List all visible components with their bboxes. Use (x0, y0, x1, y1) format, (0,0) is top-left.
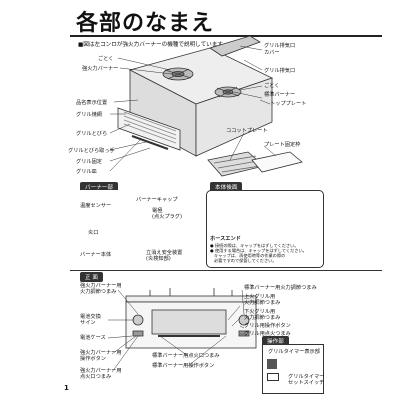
label-cocotto-plate: ココットプレート (226, 128, 268, 134)
label-timer-display: グリルタイマー表示部 (268, 349, 320, 355)
label-electrode-2: (点火プラグ) (152, 214, 182, 220)
label-burner-body: バーナー本体 (80, 252, 112, 258)
label-top-plate: トッププレート (270, 101, 307, 107)
cocotto-ribs (213, 155, 261, 173)
intro-note: ■図は左コンロが強火力バーナーの機種で説明しています。 (78, 42, 228, 48)
label-grill-fixing: グリル固定 (76, 159, 102, 165)
label-grill-net: グリル焼網 (76, 112, 102, 118)
title-underline (70, 35, 382, 37)
back-section-box (206, 190, 324, 268)
label-grill-door-handle: グリルとびら取っ手 (68, 148, 115, 154)
label-right-c: グリル用操作ボタン (244, 323, 291, 329)
label-safety-1: 立消え安全装置 (146, 250, 183, 256)
label-model-position: 品名表示位置 (76, 100, 108, 106)
label-standard-burner: 標準バーナー (264, 92, 296, 98)
operation-panel-tag: 操作部 (262, 336, 289, 346)
label-grill-exhaust: グリル排気口 (264, 68, 296, 74)
timer-set-switch[interactable] (267, 373, 279, 381)
right-gotoku (216, 86, 240, 98)
label-left-fire-2: 点火口つまみ (80, 374, 112, 380)
label-left-fire-1: 強火力バーナー用 (80, 368, 122, 374)
label-mid-2: 標準バーナー用操作ボタン (152, 363, 215, 369)
page-title: 各部のなまえ (76, 11, 215, 36)
label-right-top-1: 標準バーナー用火力調節つまみ (244, 285, 317, 291)
front-section-tag: 正 面 (80, 272, 103, 282)
label-left-btn-2: 操作ボタン (80, 356, 106, 362)
label-left-top-2: 火力調節つまみ (80, 289, 117, 295)
burner-section-box (76, 190, 194, 272)
label-right-b-2: 火力調節つまみ (244, 315, 281, 321)
front-top-edge (125, 295, 257, 303)
label-grill-door: グリルとびら (76, 131, 108, 137)
cooktop-front (195, 77, 273, 157)
hose-note-1: ● 接続の際は、キャップをはずしてください。 (210, 243, 299, 248)
burner-section-tag: バーナー部 (80, 182, 118, 192)
label-battery-2: サイン (80, 320, 96, 326)
back-section-tag: 本体後面 (210, 182, 243, 192)
label-temp-sensor: 温度センサー (80, 203, 112, 209)
label-grill-tray: グリル皿 (76, 169, 97, 175)
hose-note-2: ● 使用する場合は、キャップをはずしてください。 (210, 248, 307, 253)
label-right-d: グリル用点火つまみ (244, 331, 291, 337)
label-gotoku-right: ごとく (264, 83, 280, 89)
grill-exhaust-shape (209, 35, 261, 57)
left-knob (132, 314, 144, 326)
label-grill-exhaust-cover-1: グリル排気口 (264, 43, 296, 49)
front-grill-door (151, 309, 227, 335)
label-electrode-1: 電極 (152, 208, 163, 214)
label-plate-fixing: プレート固定枠 (264, 142, 301, 148)
label-left-btn-1: 強火力バーナー用 (80, 350, 122, 356)
label-hose-end: ホースエンド (210, 236, 241, 242)
label-flame-hole: 炎口 (88, 230, 99, 236)
label-safety-2: (炎検知部) (146, 256, 171, 262)
label-grill-exhaust-cover-2: カバー (264, 50, 280, 56)
hose-note-4: 必要ですので保管してください。 (214, 258, 277, 263)
label-gotoku-left: ごとく (98, 56, 114, 62)
label-battery-1: 電池交換 (80, 314, 101, 320)
label-timer-switch-1: グリルタイマー (288, 374, 325, 380)
label-left-top-1: 強火力バーナー用 (80, 283, 122, 289)
timer-display (267, 359, 277, 369)
label-right-b-1: 下火グリル用 (244, 309, 276, 315)
hose-note-3: キャップは、再使用時等の作業の際の (214, 253, 286, 258)
label-burner-cap: バーナーキャップ (136, 197, 178, 203)
label-battery-case: 電池ケース (80, 335, 106, 341)
left-gotoku (164, 68, 192, 80)
grill-net-lines (123, 111, 177, 144)
label-strong-burner: 強火力バーナー (82, 66, 119, 72)
plate-frame (251, 151, 303, 173)
label-mid-1: 標準バーナー用点火口つまみ (152, 353, 220, 359)
label-right-a-2: 火力調節つまみ (244, 300, 281, 306)
label-timer-switch-2: セットスイッチ (288, 380, 325, 386)
front-divider (70, 270, 382, 271)
grill-handle-bar (131, 135, 169, 150)
label-right-a-1: 上火グリル用 (244, 294, 276, 300)
right-knob (238, 314, 250, 326)
operation-panel-box (262, 344, 324, 394)
page-number: 1 (64, 384, 69, 392)
